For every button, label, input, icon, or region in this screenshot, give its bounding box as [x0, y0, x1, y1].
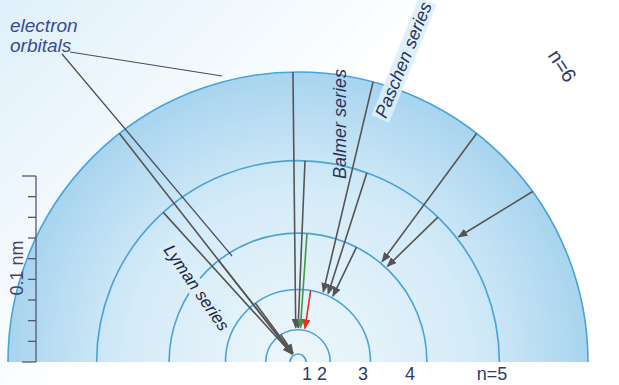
leader-lines [62, 52, 232, 256]
transition-arrow [305, 291, 311, 329]
level-number: 1 [302, 365, 312, 384]
scale-tick [28, 299, 36, 300]
transition-arrow [255, 303, 292, 353]
orbital-label: electron orbitals [10, 16, 110, 56]
level-number: 3 [358, 365, 368, 384]
transition-arrow [387, 217, 438, 266]
scale-tick [28, 279, 36, 280]
scale-tick [22, 175, 36, 176]
level-label: n=6 [544, 46, 580, 86]
scale-tick [28, 258, 36, 259]
transition-arrow [293, 72, 296, 328]
level-number: n=5 [477, 365, 508, 384]
transition-arrow [333, 247, 357, 296]
leader-line [62, 54, 232, 256]
orbital-ring [8, 72, 588, 362]
scale-axis [35, 176, 36, 362]
transition-arrow [281, 335, 293, 354]
level-number: 2 [317, 365, 327, 384]
transition-arrow [382, 133, 477, 261]
scale-tick [28, 217, 36, 218]
transition-arrow [300, 233, 307, 327]
transition-arrows [119, 72, 532, 354]
orbital-ring [266, 330, 330, 362]
orbital-ring [290, 354, 306, 362]
series-label: Balmer series [331, 69, 350, 179]
transition-arrow [219, 260, 293, 353]
scale-label: 0.1 nm [8, 240, 27, 295]
scale-tick [28, 237, 36, 238]
transition-arrow [119, 133, 291, 354]
scale-tick [28, 341, 36, 342]
leader-line [70, 52, 222, 76]
orbital-ring [97, 161, 500, 362]
transition-arrow [328, 173, 367, 294]
atom-region [8, 72, 588, 362]
scale-tick [28, 320, 36, 321]
transition-arrow [458, 192, 532, 237]
level-number: 4 [405, 365, 415, 384]
orbital-rings [8, 72, 588, 362]
scale-tick [22, 361, 36, 362]
scale-tick [28, 196, 36, 197]
